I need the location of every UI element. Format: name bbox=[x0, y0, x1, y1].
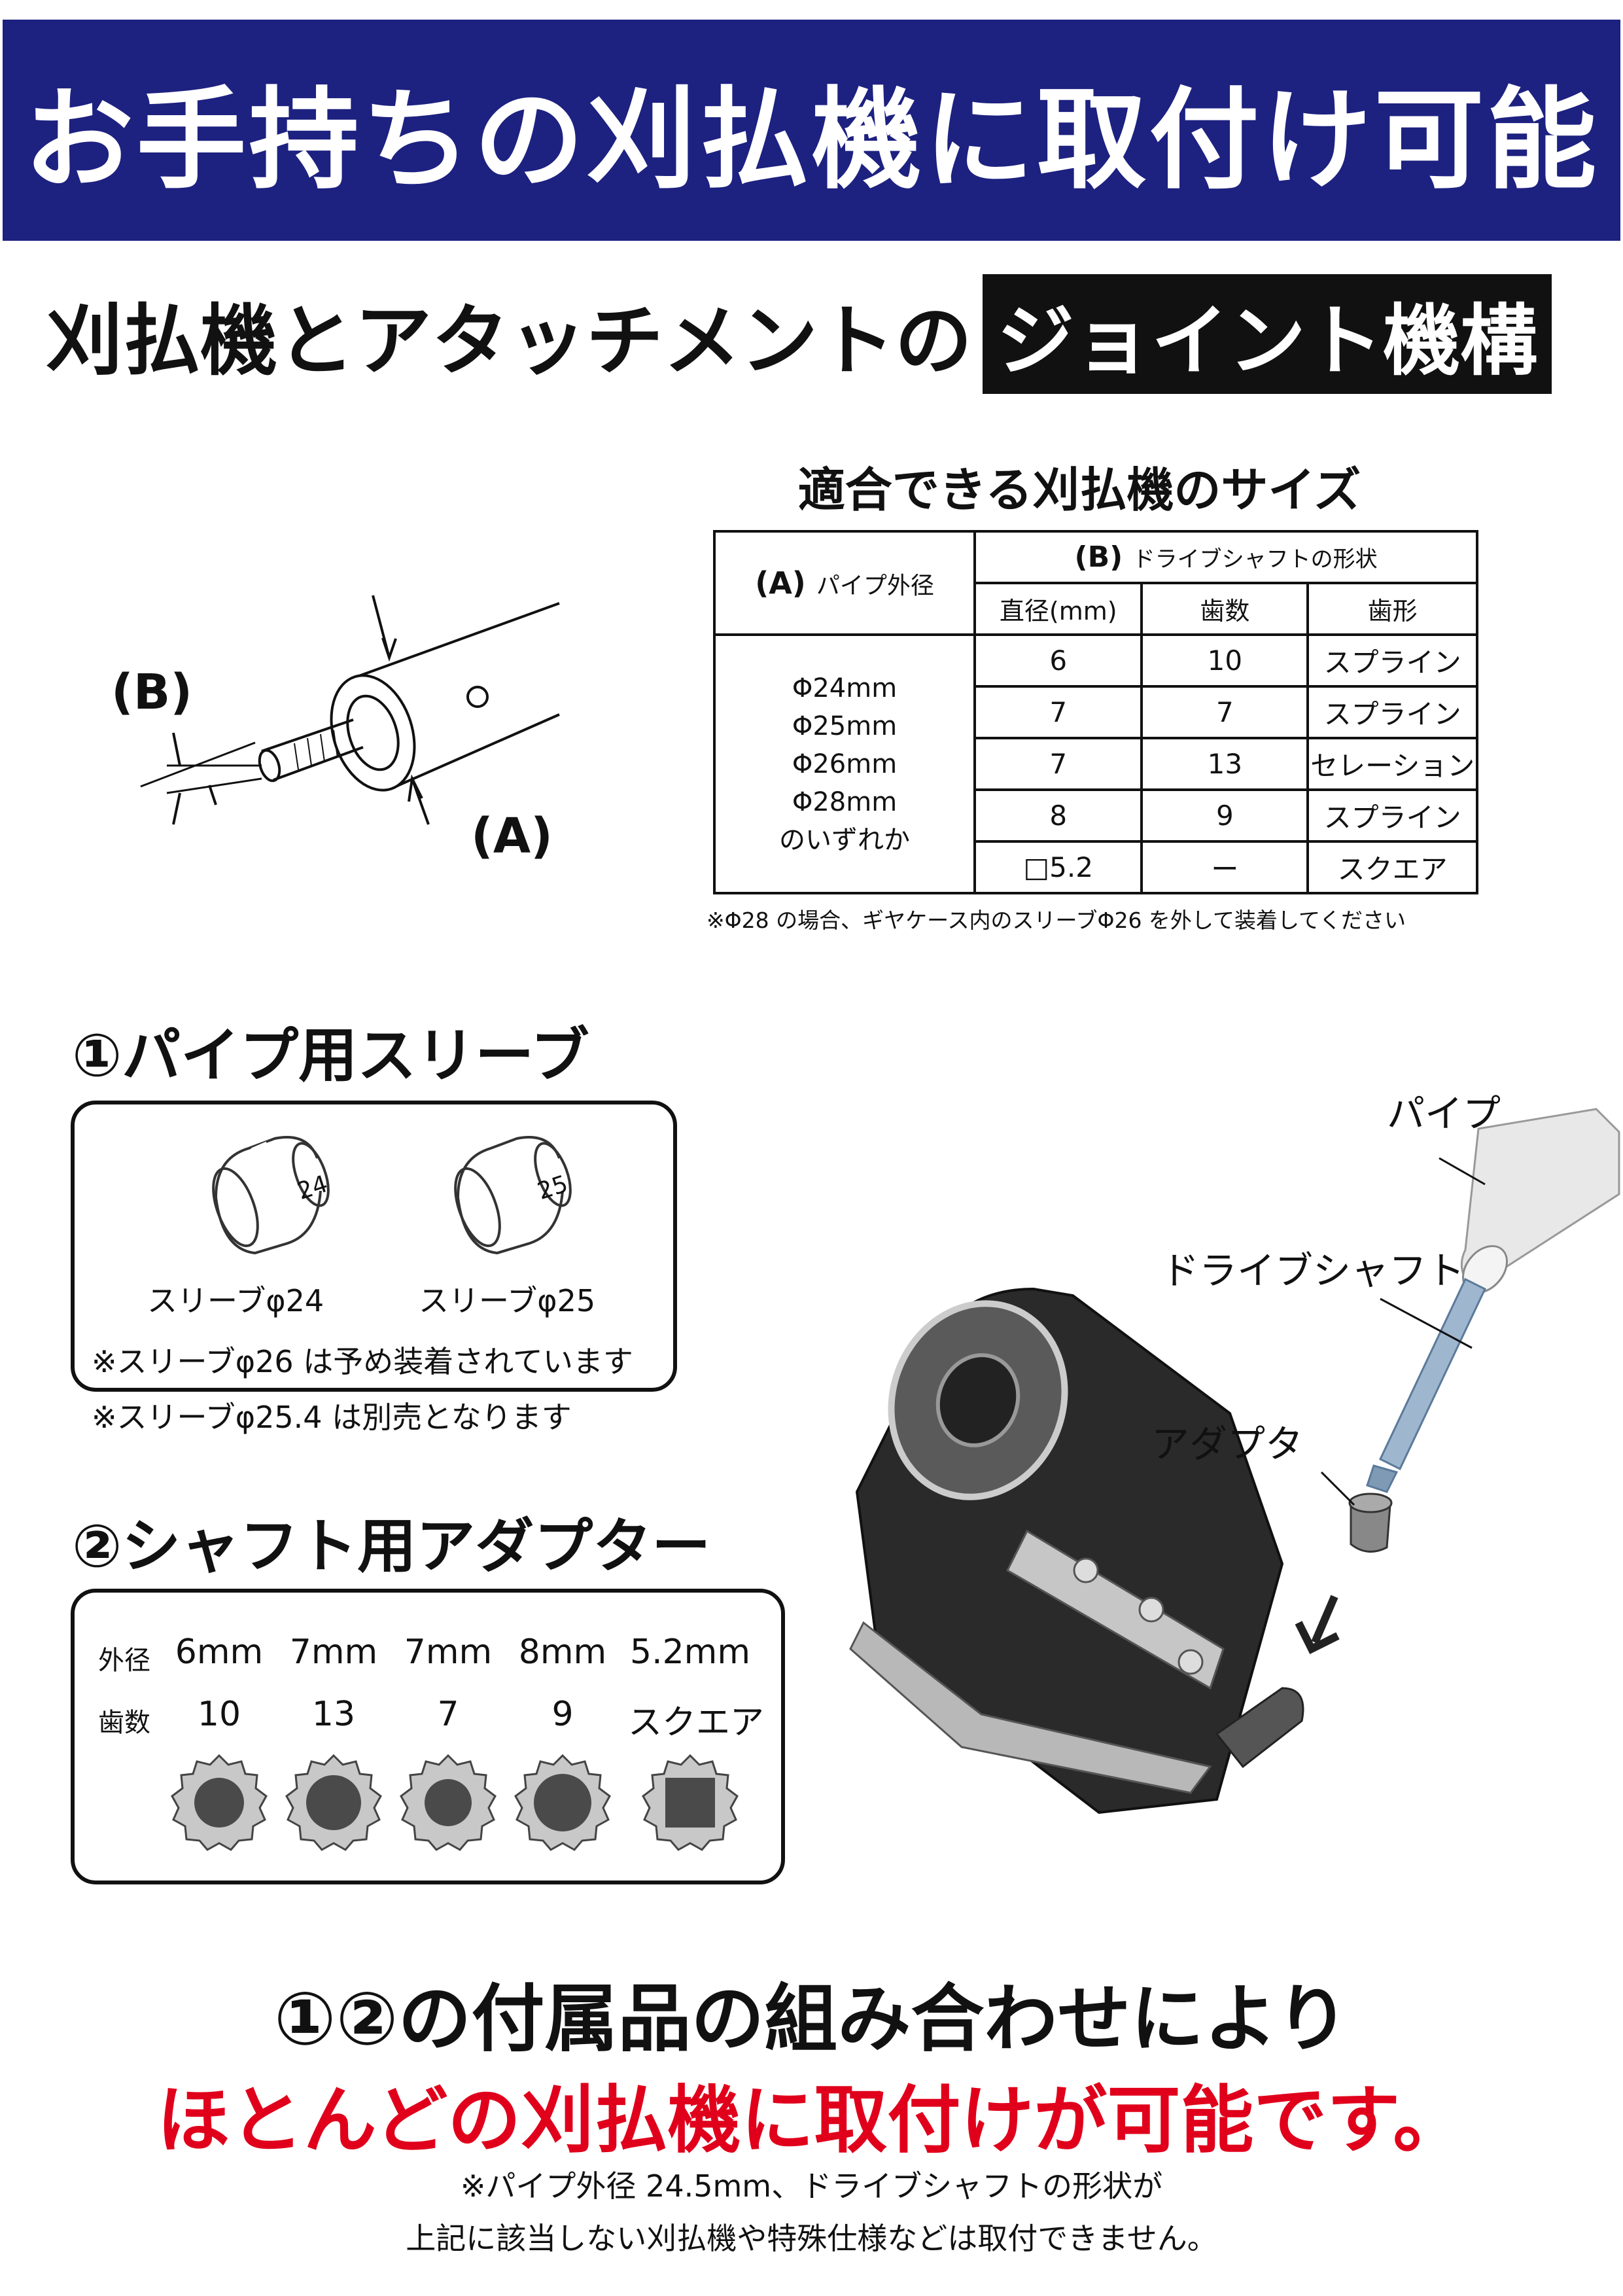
adapter-od: 8mm bbox=[518, 1633, 607, 1672]
table-title: 適合できる刈払機のサイズ bbox=[797, 463, 1361, 518]
adapter-7-icon bbox=[400, 1754, 497, 1851]
page-title: お手持ちの刈払機に取付け可能 bbox=[24, 75, 1599, 204]
adapter-teeth: スクエア bbox=[628, 1703, 765, 1742]
drive-shaft-icon bbox=[1366, 1277, 1486, 1493]
sleeve-25-icon bbox=[454, 1136, 572, 1255]
adapter-od: 6mm bbox=[175, 1633, 264, 1672]
table-cell: 8 bbox=[973, 788, 1143, 843]
table-note: ※Φ28 の場合、ギヤケース内のスリーブΦ26 を外して装着してください bbox=[707, 908, 1406, 933]
table-cell: ー bbox=[1140, 840, 1310, 894]
adapter-od: 7mm bbox=[289, 1633, 378, 1672]
pipe-shaft-diagram bbox=[140, 595, 560, 825]
pipe-icon bbox=[1460, 1108, 1620, 1294]
adapter-teeth: 13 bbox=[311, 1695, 356, 1734]
adapter-square-icon bbox=[642, 1754, 739, 1851]
footer-line-1: ①②の付属品の組み合わせにより bbox=[273, 1977, 1350, 2062]
subtitle: 刈払機とアタッチメントの ジョイント機構 bbox=[46, 274, 1552, 394]
col-diameter: 直径(mm) bbox=[973, 582, 1143, 636]
footer-note-1: ※パイプ外径 24.5mm、ドライブシャフトの形状が bbox=[460, 2168, 1163, 2204]
sleeve-note-2: ※スリーブφ25.4 は別売となります bbox=[92, 1400, 572, 1435]
diagram-label-a: (A) bbox=[471, 808, 553, 864]
table-head-b: (B) ドライブシャフトの形状 bbox=[973, 530, 1478, 584]
col-shape: 歯形 bbox=[1306, 582, 1478, 636]
sleeve-25-label: スリーブφ25 bbox=[419, 1283, 596, 1318]
adapter-od-label: 外径 bbox=[98, 1646, 150, 1676]
col-teeth: 歯数 bbox=[1140, 582, 1310, 636]
adapter-teeth: 7 bbox=[437, 1695, 459, 1734]
table-cell: 6 bbox=[973, 633, 1143, 688]
table-cell: 10 bbox=[1140, 633, 1310, 688]
table-cell: セレーション bbox=[1306, 737, 1478, 791]
table-cell: 7 bbox=[973, 685, 1143, 739]
table-cell: スプライン bbox=[1306, 633, 1478, 688]
header-banner: お手持ちの刈払機に取付け可能 bbox=[3, 20, 1620, 241]
diagram-label-b: (B) bbox=[111, 664, 193, 720]
sleeve-24-label: スリーブφ24 bbox=[147, 1283, 324, 1318]
table-cell: スプライン bbox=[1306, 685, 1478, 739]
adapter-10-icon bbox=[171, 1754, 268, 1851]
adapter-9-icon bbox=[514, 1754, 611, 1851]
photo-label-pipe: パイプ bbox=[1387, 1091, 1501, 1136]
sleeve-24-icon bbox=[212, 1136, 330, 1255]
adapter-od: 5.2mm bbox=[629, 1633, 750, 1672]
gearbox-illustration bbox=[849, 1108, 1620, 1814]
table-cell: 7 bbox=[973, 737, 1143, 791]
adapter-box bbox=[71, 1589, 785, 1884]
table-cell: □5.2 bbox=[973, 840, 1143, 894]
gearbox-icon bbox=[849, 1287, 1304, 1814]
arrow-icon bbox=[1295, 1595, 1340, 1655]
table-head-a: (A) パイプ外径 bbox=[712, 530, 977, 636]
footer-note-2: 上記に該当しない刈払機や特殊仕様などは取付できません。 bbox=[406, 2221, 1217, 2256]
photo-label-shaft: ドライブシャフト bbox=[1161, 1248, 1465, 1293]
table-cell: 9 bbox=[1140, 788, 1310, 843]
table-cell: 7 bbox=[1140, 685, 1310, 739]
adapter-teeth: 10 bbox=[197, 1695, 241, 1734]
sleeve-illustration bbox=[212, 1136, 572, 1255]
table-cell: スプライン bbox=[1306, 788, 1478, 843]
table-cell: 13 bbox=[1140, 737, 1310, 791]
subtitle-boxed: ジョイント機構 bbox=[983, 274, 1552, 394]
sleeve-heading: ①パイプ用スリーブ bbox=[72, 1021, 589, 1090]
adapter-shapes bbox=[171, 1754, 739, 1851]
subtitle-plain: 刈払機とアタッチメントの bbox=[46, 295, 973, 386]
adapter-teeth: 9 bbox=[551, 1695, 574, 1734]
sleeve-note-1: ※スリーブφ26 は予め装着されています bbox=[92, 1344, 633, 1379]
pipe-size-cell: Φ24mm Φ25mm Φ26mm Φ28mm のいずれか bbox=[712, 633, 977, 894]
photo-label-adapter: アダプタ bbox=[1151, 1422, 1304, 1466]
adapter-heading: ②シャフト用アダプター bbox=[72, 1512, 711, 1581]
sleeve-box bbox=[71, 1101, 677, 1392]
compatibility-table: (A) パイプ外径 (B) ドライブシャフトの形状 直径(mm) 歯数 歯形 Φ… bbox=[712, 530, 1478, 894]
adapter-teeth-label: 歯数 bbox=[98, 1708, 150, 1738]
adapter-part-icon bbox=[1348, 1492, 1393, 1553]
footer-line-2: ほとんどの刈払機に取付けが可能です。 bbox=[156, 2078, 1467, 2163]
table-cell: スクエア bbox=[1306, 840, 1478, 894]
adapter-13-icon bbox=[285, 1754, 382, 1851]
adapter-od: 7mm bbox=[404, 1633, 493, 1672]
